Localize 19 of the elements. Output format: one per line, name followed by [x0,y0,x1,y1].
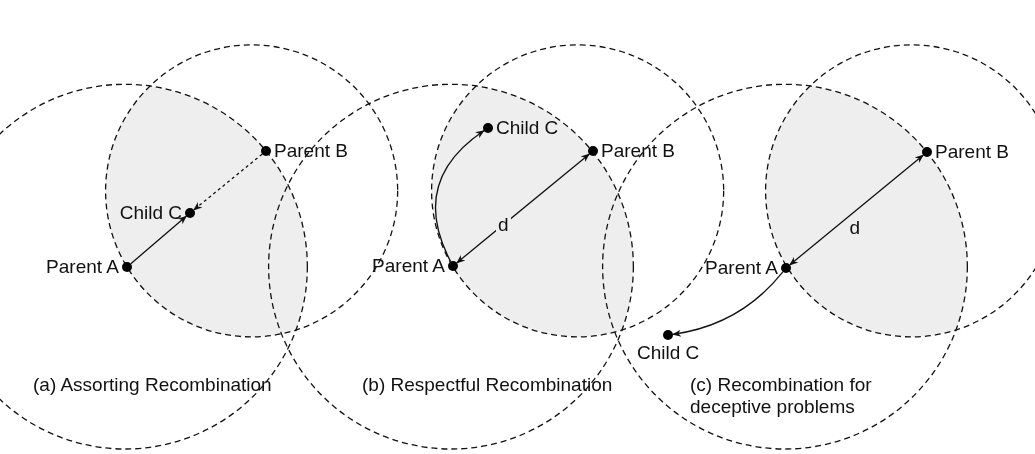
point-label: Parent B [274,140,348,162]
caption: (b) Respectful Recombination [362,374,614,396]
point-label: Child C [637,342,700,364]
point-label: Parent B [935,141,1009,163]
point-label: Parent A [46,256,119,278]
edge-label: d [496,214,511,235]
arrow [789,154,924,266]
point-label: Child C [119,202,182,224]
arrow [434,130,485,263]
arrow [672,271,784,337]
point-label: Parent B [601,140,675,162]
arrow [130,215,187,265]
arrow [456,153,590,264]
point-label: Child C [496,117,559,139]
arrow [193,153,263,211]
point-label: Parent A [705,257,778,279]
caption: (c) Recombination for deceptive problems [690,374,873,418]
point-label: Parent A [372,255,445,277]
caption: (a) Assorting Recombination [33,374,273,396]
